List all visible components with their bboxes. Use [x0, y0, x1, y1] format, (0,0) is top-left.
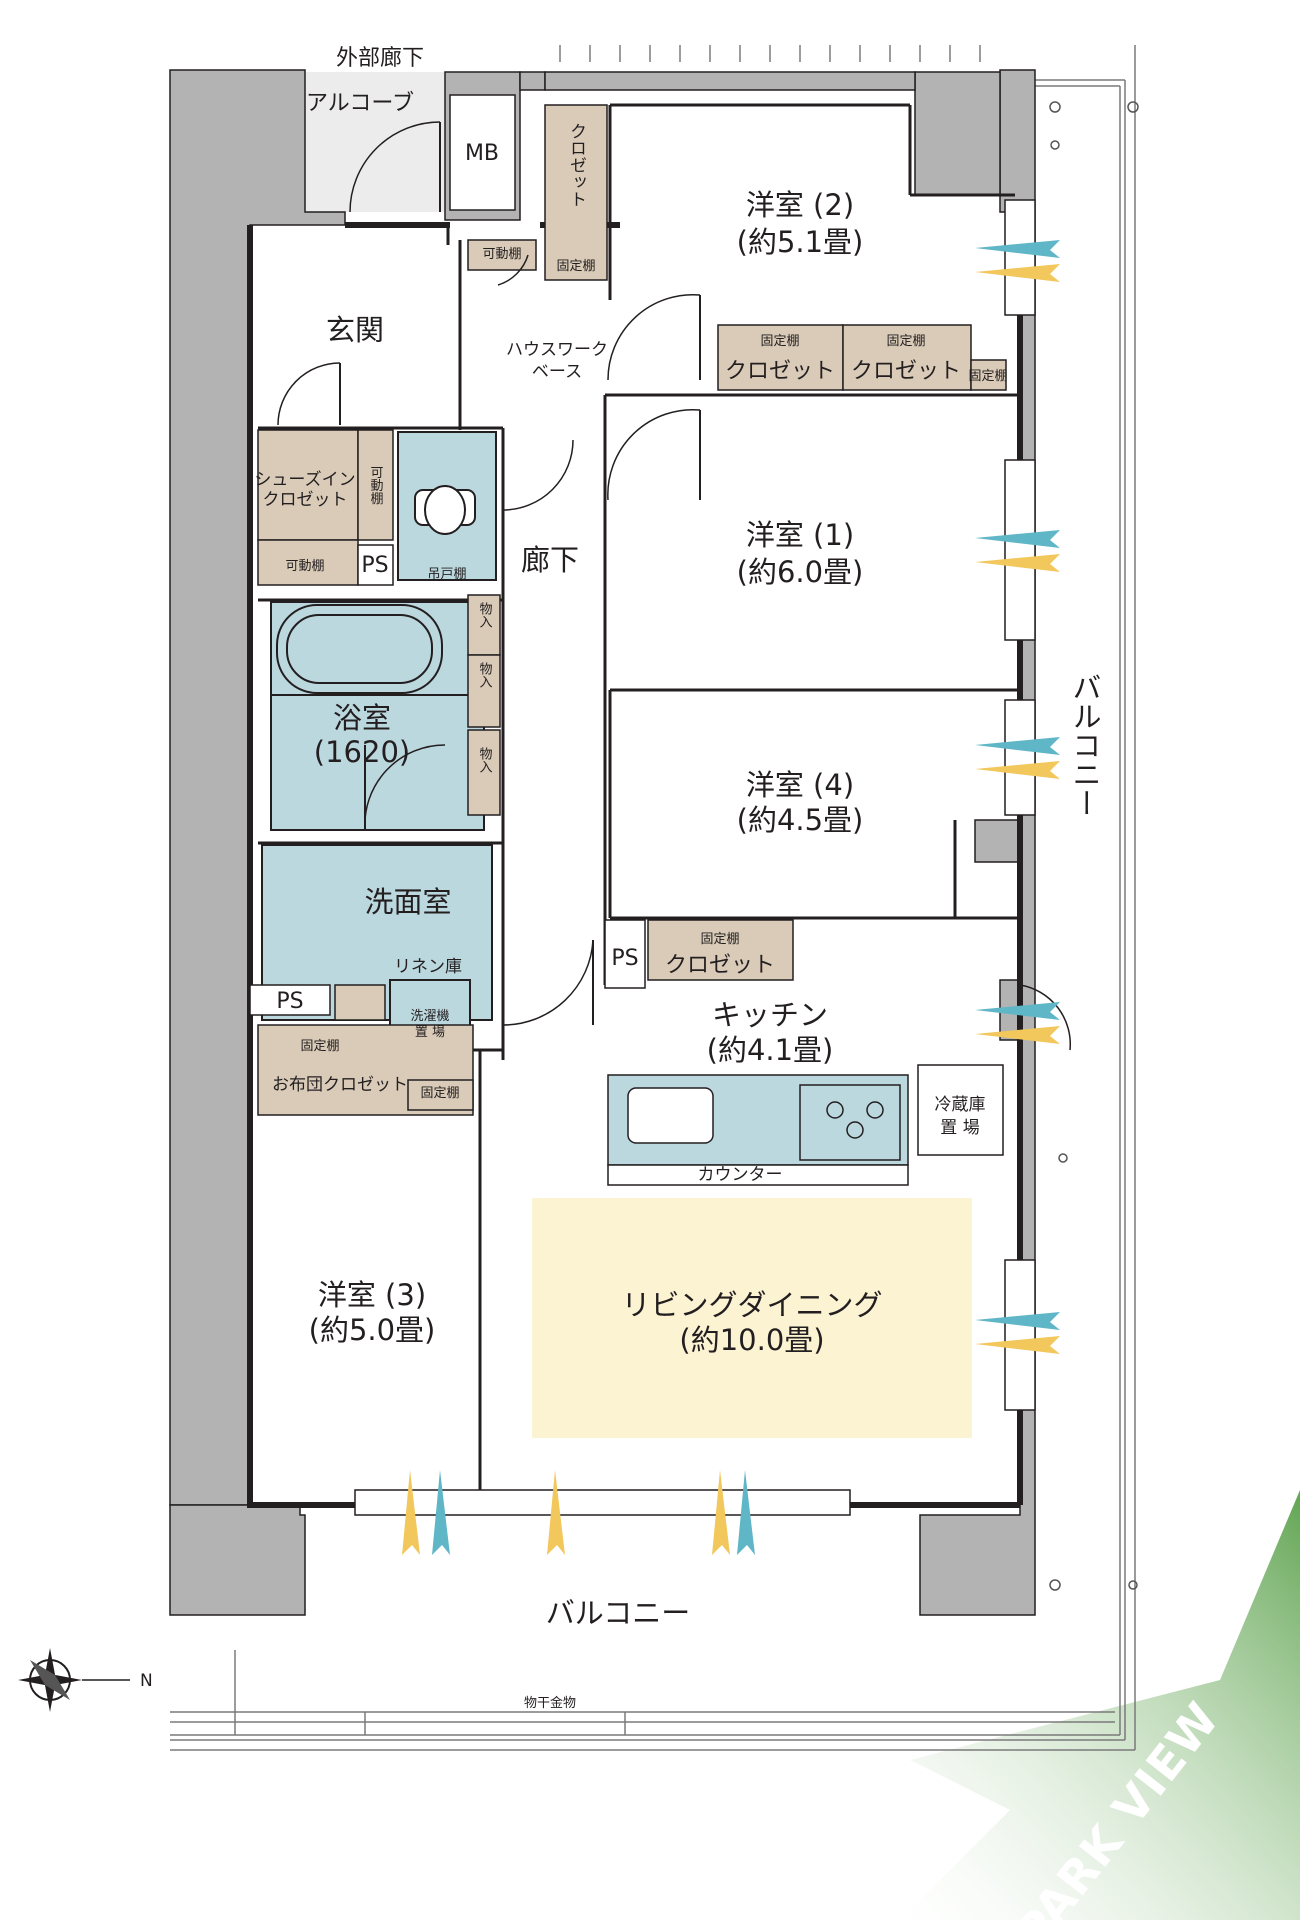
kitchen-fixed-shelf-label: 固定棚 [700, 932, 739, 947]
wic-2 [544, 104, 608, 281]
mb-label: MB [465, 141, 499, 166]
ps-label-kitchen: PS [611, 946, 638, 971]
wic2-fixed-shelf-label: 固定棚 [556, 259, 595, 274]
toilet-fixture [414, 485, 476, 535]
storage-units [257, 104, 1007, 1116]
living-dining-area [532, 1198, 972, 1438]
wic2-closet-label: クロゼット [566, 123, 586, 208]
balcony-vertical-label: バルコニー [1068, 673, 1102, 818]
hanging-shelf-label: 吊戸棚 [427, 567, 466, 582]
closet-a-label: クロゼット [725, 359, 835, 384]
storage-2 [467, 654, 501, 728]
ps-label-shoes: PS [361, 553, 388, 578]
laundry-pole-label: 物干金物 [524, 1695, 576, 1711]
room3-size: (約5.0畳) [309, 1313, 436, 1347]
compass-rose-icon: N [18, 1648, 153, 1712]
house-work-label-2: ベース [532, 362, 582, 382]
closet-kitchen [647, 919, 794, 981]
mb-box [449, 94, 516, 211]
alcove-label: アルコーブ [306, 91, 414, 116]
bathtub [271, 604, 484, 696]
movable-shelf-top [467, 239, 537, 271]
storage-3-label: 物入 [477, 747, 493, 773]
airflow-yellow [402, 264, 1060, 1555]
room4-name: 洋室 (4) [746, 768, 854, 802]
top-railing [559, 45, 981, 62]
counter-label: カウンター [698, 1165, 783, 1185]
genkan-label: 玄関 [326, 313, 384, 347]
washer-label-1: 洗濯機 [410, 1009, 449, 1024]
room1-size: (約6.0畳) [737, 555, 864, 589]
door-leaves [339, 122, 701, 1025]
outer-corridor-label: 外部廊下 [336, 46, 424, 71]
closet-b-label: クロゼット [851, 359, 961, 384]
linen-store [334, 984, 386, 1021]
room4-size: (約4.5畳) [737, 803, 864, 837]
room3-name: 洋室 (3) [318, 1278, 426, 1312]
kitchen-counter [607, 1064, 1004, 1186]
park-view-arrow: PARK VIEW [900, 1490, 1300, 1920]
linen-label: リネン庫 [394, 957, 462, 977]
storage-1-label: 物入 [477, 602, 493, 628]
kitchen-closet-label: クロゼット [665, 953, 775, 978]
living-name: リビングダイニング [621, 1288, 882, 1322]
bath-room [270, 601, 485, 831]
drain-circles [1049, 101, 1139, 1591]
closet-b-fixed-label: 固定棚 [886, 334, 925, 349]
kitchen-name: キッチン [712, 998, 828, 1032]
kitchen-size: (約4.1畳) [707, 1033, 834, 1067]
fridge-label-1: 冷蔵庫 [935, 1095, 986, 1115]
corridor-label: 廊下 [521, 543, 579, 577]
house-work-label-1: ハウスワーク [506, 340, 608, 360]
shoe-shelf-vertical [357, 429, 394, 541]
door-swings [277, 121, 1072, 1051]
washroom-label: 洗面室 [364, 885, 451, 919]
shoe-closet [257, 429, 359, 541]
futon-fixed-shelf-label: 固定棚 [300, 1039, 339, 1054]
fridge-space [917, 1064, 1004, 1156]
ps-label-wash: PS [276, 989, 303, 1014]
washer-label-2: 置 場 [415, 1025, 445, 1040]
storage-1 [467, 594, 501, 656]
closet-a-fixed-label: 固定棚 [760, 334, 799, 349]
airflow-blue [432, 240, 1060, 1555]
bath-label-2: (1620) [314, 735, 410, 769]
futon-closet-label: お布団クロゼット [272, 1075, 408, 1095]
north-label: N [140, 1671, 153, 1691]
living-size: (約10.0畳) [679, 1323, 824, 1357]
storage-3 [467, 729, 501, 816]
room2-name: 洋室 (2) [746, 188, 854, 222]
bath-label-1: 浴室 [333, 701, 391, 735]
interior-partitions [258, 103, 1020, 1500]
shoes-closet-label-2: クロゼット [263, 490, 348, 510]
shoes-closet-label-1: シューズイン [254, 470, 355, 490]
room1-name: 洋室 (1) [746, 518, 854, 552]
futon-fixed-shelf-label-2: 固定棚 [420, 1086, 459, 1101]
room2-size: (約5.1畳) [737, 225, 864, 259]
futon-fixed-shelf [407, 1079, 474, 1111]
fixed-shelf-right-label: 固定棚 [968, 369, 1007, 384]
closet-room2-b [842, 324, 972, 391]
alcove-area [305, 72, 445, 212]
closet-room2-a [717, 324, 844, 391]
fridge-label-2: 置 場 [940, 1118, 979, 1138]
ps-boxes [249, 544, 646, 1016]
movable-shelf-label: 可動棚 [285, 559, 324, 574]
movable-shelf-top-label: 可動棚 [482, 247, 521, 262]
fixed-shelf-right [970, 359, 1007, 391]
movable-shelf-vertical-label: 可動棚 [368, 466, 384, 505]
balcony-outline [170, 45, 1136, 1751]
storage-2-label: 物入 [477, 662, 493, 688]
balcony-label: バルコニー [546, 1596, 690, 1630]
